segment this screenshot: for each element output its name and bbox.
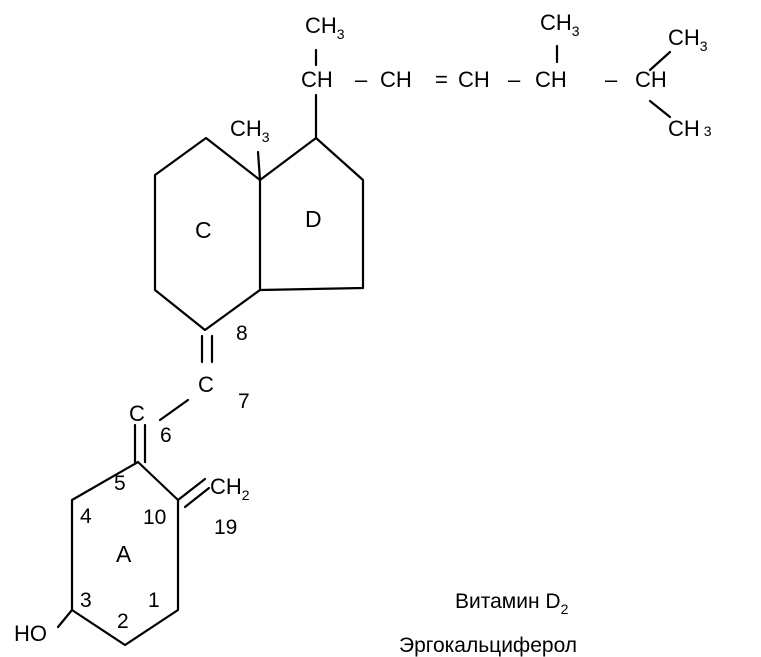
ch3-mid-label: CH3 bbox=[540, 10, 580, 39]
c7-atom-label: C bbox=[198, 372, 214, 397]
ring-c-bonds bbox=[153, 136, 262, 332]
ring-d-bonds bbox=[258, 136, 365, 292]
ring-a-label: A bbox=[116, 541, 132, 567]
ch3-angular-methyl-label: CH3 bbox=[230, 116, 270, 145]
caption-subtitle: Эргокальциферол bbox=[399, 634, 577, 657]
atom-number-7: 7 bbox=[238, 390, 250, 413]
ho-label: HO bbox=[14, 621, 47, 646]
ch2-label: CH2 bbox=[210, 474, 250, 503]
single-bond-dash-1: – bbox=[355, 67, 368, 92]
ch-left-label: CH bbox=[301, 67, 333, 92]
atom-number-19: 19 bbox=[214, 516, 237, 539]
atom-number-5: 5 bbox=[114, 472, 126, 495]
caption-title: Витамин D2 bbox=[455, 590, 569, 617]
single-bond-dash-3: – bbox=[605, 67, 618, 92]
atom-number-8: 8 bbox=[236, 322, 248, 345]
atom-number-10: 10 bbox=[143, 506, 166, 529]
atom-number-1: 1 bbox=[148, 589, 160, 612]
c7-c6-bond bbox=[158, 398, 190, 422]
angular-methyl-bond bbox=[256, 150, 262, 182]
atom-number-4: 4 bbox=[80, 505, 92, 528]
ch3-left-label: CH3 bbox=[305, 13, 345, 42]
c10-ch2-double-bond-b bbox=[183, 486, 211, 509]
single-bond-dash-2: – bbox=[508, 67, 521, 92]
ring-c-label: C bbox=[195, 217, 212, 243]
ch-mid2-label: CH bbox=[535, 67, 567, 92]
ch-end-label: CH bbox=[635, 67, 667, 92]
c10-ch2-double-bond-a bbox=[176, 477, 207, 502]
atom-number-3: 3 bbox=[80, 589, 92, 612]
double-bond-eq: = bbox=[435, 67, 448, 92]
bonds bbox=[56, 44, 672, 647]
branch-bond-top bbox=[648, 50, 672, 72]
ho-c3-bond bbox=[56, 608, 74, 629]
branch-bond-bottom bbox=[648, 99, 672, 119]
atom-number-2: 2 bbox=[117, 610, 129, 633]
ch-mid-label: CH bbox=[380, 67, 412, 92]
ring-d-label: D bbox=[305, 206, 322, 232]
ch3-top-right-label: CH3 bbox=[668, 25, 708, 54]
atom-number-6: 6 bbox=[160, 424, 172, 447]
c6-atom-label: C bbox=[129, 401, 145, 426]
ch-right-label: CH bbox=[458, 67, 490, 92]
